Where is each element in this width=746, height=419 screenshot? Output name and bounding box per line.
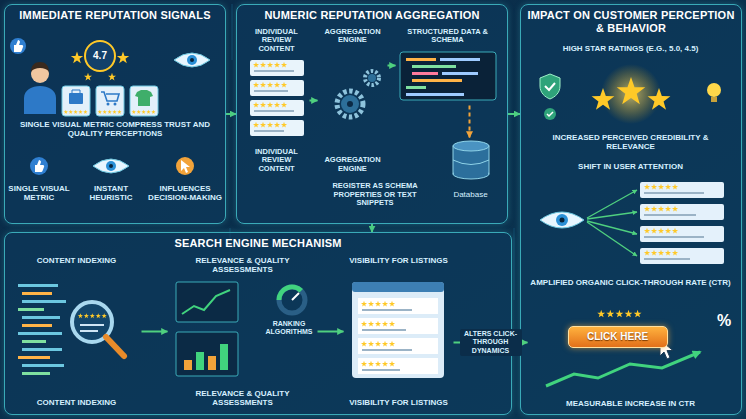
rating-value: 4.7 [86,50,114,62]
product-cards [62,86,158,116]
flow-arrow [226,113,236,115]
schema-code [400,52,496,100]
stage-label: CONTENT INDEXING [14,398,140,407]
stage-label: AGGREGATION ENGINE [320,156,386,173]
stage-label: RELEVANCE & QUALITY ASSESSMENTS [170,256,316,274]
magnifier [72,302,124,356]
review-cards [250,60,304,136]
panel-title: IMPACT ON CUSTOMER PERCEPTION & BEHAVIOR [527,9,735,34]
panel-title: NUMERIC REPUTATION AGGREGATION [243,9,501,22]
search-panel: SEARCH ENGINE MECHANISMCONTENT INDEXINGC… [4,232,512,415]
ranking-gauge [279,287,305,313]
shield-check [540,74,560,120]
click-button: CLICK HERE [568,326,668,348]
panel-title: SEARCH ENGINE MECHANISM [11,237,505,250]
stage-label: Database [442,190,500,199]
stage-label: INDIVIDUAL REVIEW CONTENT [246,28,308,54]
attention-eye [540,190,637,256]
result-listings [640,182,724,264]
signal-caption: INFLUENCES DECISION-MAKING [148,184,222,202]
schema-note: REGISTER AS SCHEMA PROPERTIES OR TEXT SN… [316,182,434,208]
content-indexing: CONTENT INDEXING CONTENT INDEXING [12,254,142,410]
stage-label: HIGH STAR RATINGS (E.G., 5.0, 4.5) [530,44,732,53]
bulb-icon [707,83,721,102]
stage-label: INDIVIDUAL REVIEW CONTENT [246,148,308,174]
flow-arrow [469,106,471,138]
flow-arrow [508,113,520,115]
structured-data: STRUCTURED DATA & SCHEMA [396,26,500,106]
panel-grounds [4,4,742,415]
star-glow [592,64,671,124]
heuristic-icons [30,157,194,175]
gauge-caption: RANKING ALGORITHMS [262,320,316,336]
summary-note: SINGLE VISUAL METRIC COMPRESS TRUST AND … [12,120,218,138]
panel-title: IMMEDIATE REPUTATION SIGNALS [11,9,219,22]
rating-badge [71,41,129,80]
stage-label: VISIBILITY FOR LISTINGS [346,256,452,265]
impact-panel: IMPACT ON CUSTOMER PERCEPTION & BEHAVIOR… [520,4,742,415]
ctr-block: AMPLIFIED ORGANIC CLICK-THROUGH RATE (CT… [528,276,734,411]
flow-arrow [388,65,396,67]
stage-label: INCREASED PERCEIVED CREDIBILITY & RELEVA… [530,133,732,151]
database-cylinder [453,141,489,179]
signal-caption: SINGLE VISUAL METRIC [6,184,72,202]
star-ratings: HIGH STAR RATINGS (E.G., 5.0, 4.5) INCREA… [528,42,734,154]
button-label: CLICK HERE [587,331,648,343]
index-code [18,284,66,375]
stage-label: STRUCTURED DATA & SCHEMA [398,28,498,45]
eye-icon [174,53,210,67]
listing-visibility: VISIBILITY FOR LISTINGS VISIBILITY FOR LI… [344,254,454,410]
flow-arrow [318,331,344,333]
aggregation-engine: AGGREGATION ENGINE AGGREGATION ENGINE [318,26,388,176]
person-figure [24,62,56,114]
edge-label: ALTERS CLICK-THROUGH DYNAMICS [460,329,522,355]
serp-window [352,282,444,378]
stage-label: CONTENT INDEXING [14,256,140,265]
database-node: Database [440,138,502,202]
signal-caption: INSTANT HEURISTIC [78,184,144,202]
thumb-icon [10,38,26,54]
stage-label: AMPLIFIED ORGANIC CLICK-THROUGH RATE (CT… [530,278,732,287]
user-attention: SHIFT IN USER ATTENTION [528,160,734,270]
stage-label: MEASURABLE INCREASE IN CTR [530,399,732,408]
flow-arrow [371,224,373,232]
stage-label: VISIBILITY FOR LISTINGS [346,398,452,407]
quality-charts [176,282,238,376]
percent-sign: % [712,312,736,330]
flow-arrow [142,331,168,333]
gears [337,71,379,117]
ctr-graphics [546,310,700,386]
review-content: INDIVIDUAL REVIEW CONTENT INDIVIDUAL REVI… [244,26,310,176]
stage-label: SHIFT IN USER ATTENTION [530,162,732,171]
flow-arrow [310,100,318,102]
stage-label: RELEVANCE & QUALITY ASSESSMENTS [170,389,316,407]
stage-label: AGGREGATION ENGINE [320,28,386,45]
